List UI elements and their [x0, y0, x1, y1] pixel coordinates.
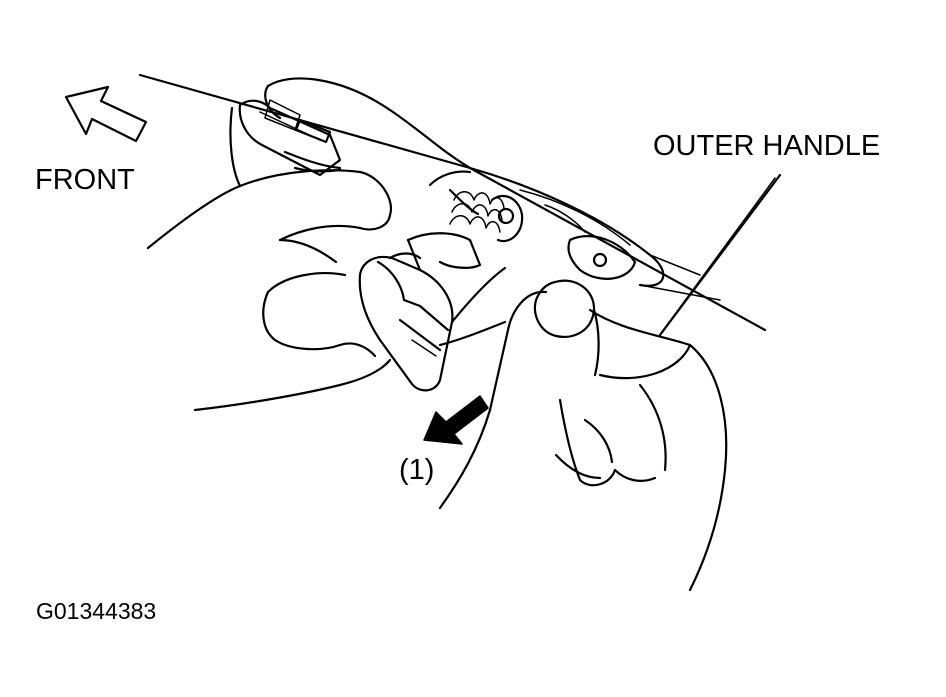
outer-handle-body	[264, 77, 721, 301]
front-direction-arrow	[64, 85, 148, 143]
pull-direction-arrow	[423, 395, 489, 445]
outer-handle-leader-line	[661, 177, 776, 333]
figure-code-label: G01344383	[36, 598, 157, 624]
right-hand-thumb	[438, 266, 728, 592]
door-panel-edge	[138, 73, 767, 332]
handle-clip	[238, 99, 342, 177]
step-number-label: (1)	[399, 454, 435, 486]
front-label: FRONT	[35, 164, 135, 196]
left-hand	[146, 106, 393, 412]
right-hand-index-finger	[358, 232, 482, 392]
coil-spring	[428, 170, 524, 243]
outer-handle-label: OUTER HANDLE	[653, 130, 881, 162]
